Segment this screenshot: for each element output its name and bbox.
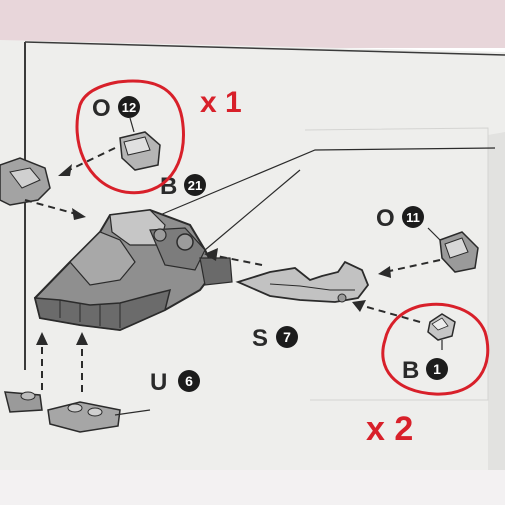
circle-b1 — [381, 302, 490, 396]
red-markings — [75, 79, 490, 396]
leader-line — [159, 147, 496, 216]
label-s7-letter: S — [252, 325, 268, 352]
label-o11-number: 11 — [406, 210, 420, 225]
label-b1-letter: B — [402, 357, 419, 384]
part-s7-shape — [235, 260, 370, 303]
label-s7-badge — [276, 326, 298, 348]
label-u6: U 6 — [150, 369, 200, 396]
label-b1-badge — [426, 358, 448, 380]
arrowhead-o12 — [58, 164, 72, 176]
label-o11: O 11 — [376, 205, 424, 232]
arrow-left-hand — [24, 199, 81, 216]
arrow-s7 — [211, 254, 263, 266]
label-b21-letter: B — [160, 173, 177, 200]
label-o11-letter: O — [376, 205, 395, 232]
arrowhead-b1 — [352, 300, 366, 312]
arrow-o12 — [64, 147, 116, 173]
arrow-b1 — [359, 304, 421, 323]
assembly-arrows — [24, 147, 441, 392]
arrowhead-u6-right — [76, 332, 88, 345]
label-o12: O 12 — [92, 95, 140, 122]
label-u6-badge — [178, 370, 200, 392]
label-o12-badge — [118, 96, 140, 118]
arrow-heads — [36, 164, 391, 345]
arrow-o11 — [384, 259, 441, 273]
label-b1: B 1 — [402, 357, 448, 384]
quantity-o12: x 1 — [200, 86, 242, 119]
label-o12-letter: O — [92, 95, 111, 122]
arrowhead-s7 — [204, 248, 218, 261]
label-s7: S 7 — [252, 325, 298, 352]
faint-panel-outline — [304, 127, 489, 401]
label-b21: B 21 — [160, 173, 206, 200]
label-b21-badge — [184, 174, 206, 196]
arrowhead-u6-left — [36, 332, 48, 345]
frame-border-top — [24, 41, 505, 56]
table-surface — [0, 0, 505, 48]
label-b1-number: 1 — [433, 361, 441, 377]
label-u6-number: 6 — [185, 373, 193, 389]
arrowhead-left-hand — [72, 208, 86, 220]
left-hand-part — [0, 157, 51, 206]
part-o11-shape — [427, 227, 479, 273]
part-b1-shape — [427, 313, 456, 350]
label-b21-number: 21 — [188, 178, 202, 193]
part-u6-shape — [4, 391, 151, 433]
label-o11-badge — [402, 206, 424, 228]
leader-line-b21 — [204, 169, 301, 251]
label-u6-letter: U — [150, 369, 167, 396]
arrowhead-o11 — [378, 266, 391, 278]
main-hull-part — [33, 208, 233, 332]
part-o12-shape — [119, 117, 161, 171]
next-step-panel — [488, 132, 505, 470]
label-s7-number: 7 — [283, 329, 291, 345]
quantity-b1: x 2 — [366, 410, 413, 448]
circle-o12 — [75, 79, 185, 195]
label-o12-number: 12 — [122, 100, 136, 115]
